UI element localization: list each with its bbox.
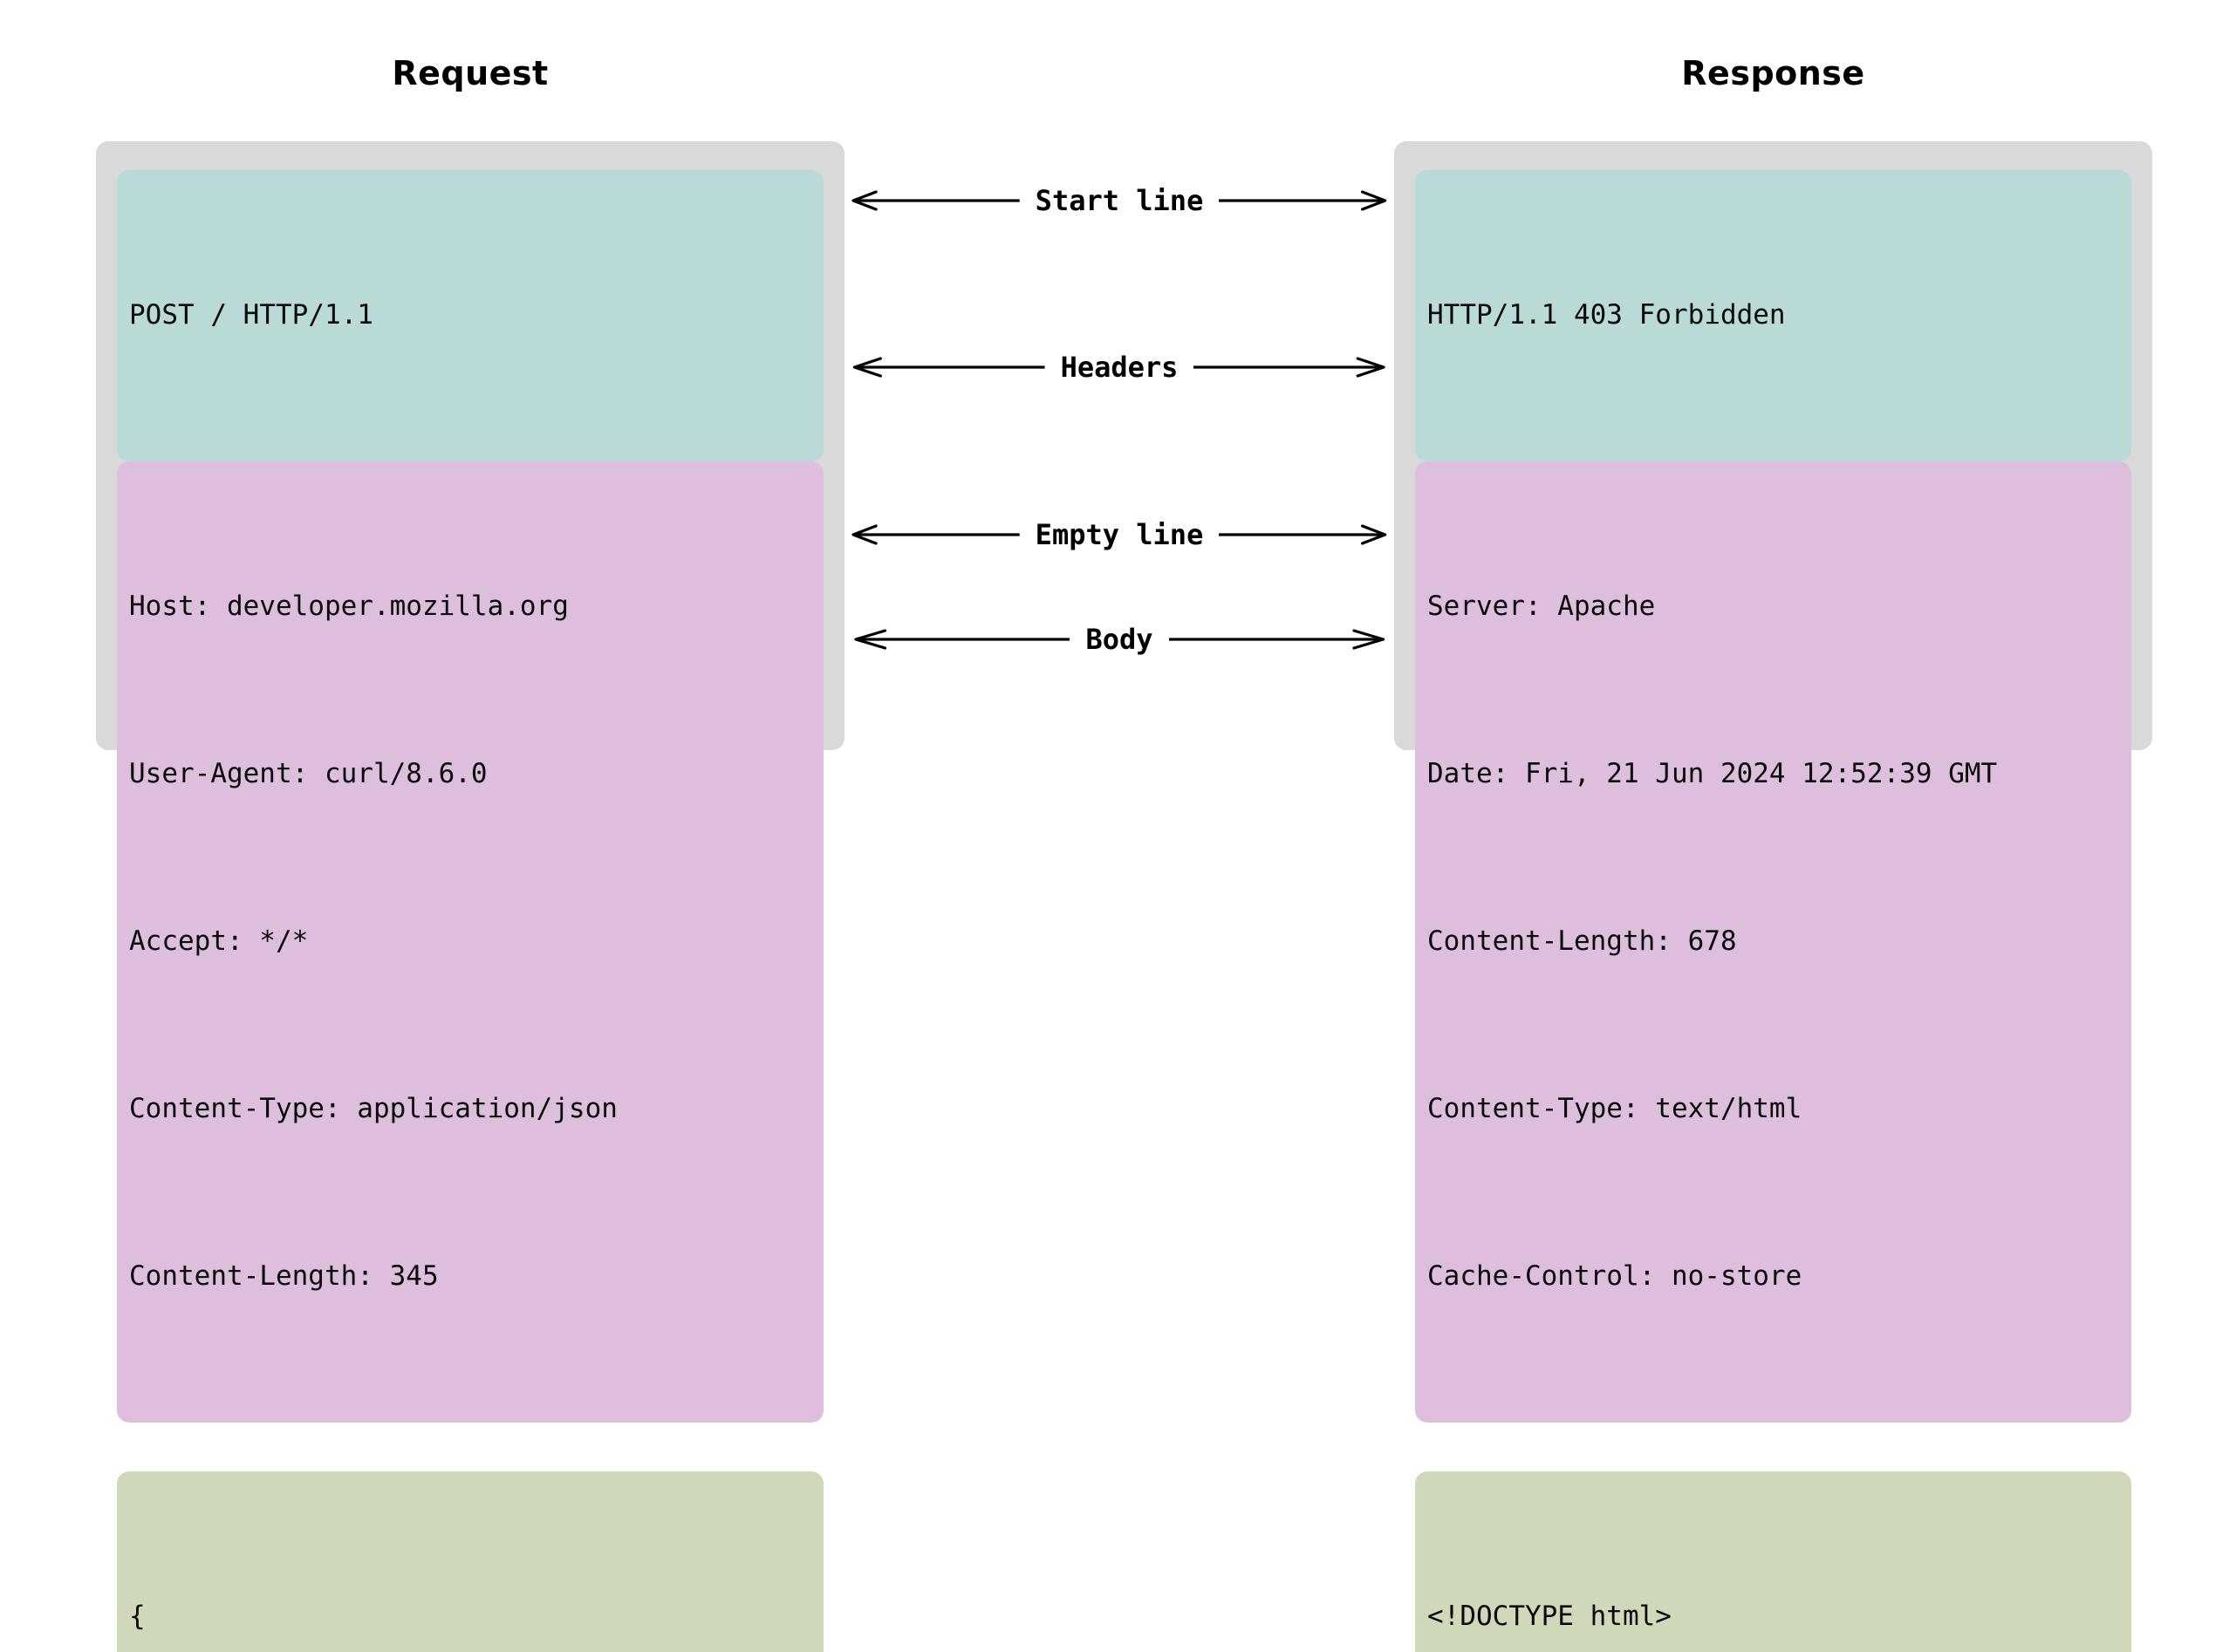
annotation-row-empty-line: Empty line xyxy=(844,515,1394,555)
left-arrow-icon xyxy=(844,622,1070,657)
request-body-block: { "data": "ABC123" } xyxy=(117,1471,824,1652)
response-header-3: Content-Type: text/html xyxy=(1427,1093,1802,1124)
right-arrow-icon xyxy=(1219,517,1394,552)
request-column-title: Request xyxy=(392,54,549,92)
response-start-line-block: HTTP/1.1 403 Forbidden xyxy=(1415,170,2131,461)
request-message-panel: POST / HTTP/1.1 Host: developer.mozilla.… xyxy=(96,141,844,1652)
annotation-label-empty-line: Empty line xyxy=(1035,518,1204,551)
request-header-4: Content-Length: 345 xyxy=(129,1260,439,1292)
annotation-label-body: Body xyxy=(1085,623,1153,656)
annotation-row-start-line: Start line xyxy=(844,181,1394,221)
response-headers-block: Server: Apache Date: Fri, 21 Jun 2024 12… xyxy=(1415,461,2131,1423)
request-header-1: User-Agent: curl/8.6.0 xyxy=(129,758,488,789)
annotation-row-body: Body xyxy=(844,619,1394,659)
request-start-line-block: POST / HTTP/1.1 xyxy=(117,170,824,461)
response-body-block: <!DOCTYPE html> <html lang="en"> (more d… xyxy=(1415,1471,2131,1652)
response-message-panel: HTTP/1.1 403 Forbidden Server: Apache Da… xyxy=(1394,141,2152,1652)
response-column-title: Response xyxy=(1681,54,1865,92)
response-header-4: Cache-Control: no-store xyxy=(1427,1260,1802,1292)
annotation-label-start-line: Start line xyxy=(1035,184,1204,217)
request-empty-line-gap xyxy=(117,1423,824,1471)
request-header-3: Content-Type: application/json xyxy=(129,1093,618,1124)
right-arrow-icon xyxy=(1219,183,1394,218)
request-headers-block: Host: developer.mozilla.org User-Agent: … xyxy=(117,461,824,1423)
response-header-1: Date: Fri, 21 Jun 2024 12:52:39 GMT xyxy=(1427,758,1998,789)
request-header-2: Accept: */* xyxy=(129,925,309,957)
response-body-0: <!DOCTYPE html> xyxy=(1427,1601,1672,1632)
request-start-line-0: POST / HTTP/1.1 xyxy=(129,299,373,331)
response-empty-line-gap xyxy=(1415,1423,2131,1471)
left-arrow-icon xyxy=(844,517,1020,552)
request-body-0: { xyxy=(129,1601,146,1632)
right-arrow-icon xyxy=(1169,622,1394,657)
request-header-0: Host: developer.mozilla.org xyxy=(129,590,569,622)
left-arrow-icon xyxy=(844,350,1045,385)
right-arrow-icon xyxy=(1193,350,1394,385)
response-start-line-0: HTTP/1.1 403 Forbidden xyxy=(1427,299,1786,331)
response-header-2: Content-Length: 678 xyxy=(1427,925,1737,957)
left-arrow-icon xyxy=(844,183,1020,218)
response-header-0: Server: Apache xyxy=(1427,590,1656,622)
annotation-arrow-column: Start line Headers Empty line xyxy=(844,141,1394,750)
annotation-row-headers: Headers xyxy=(844,347,1394,387)
annotation-label-headers: Headers xyxy=(1060,351,1179,384)
